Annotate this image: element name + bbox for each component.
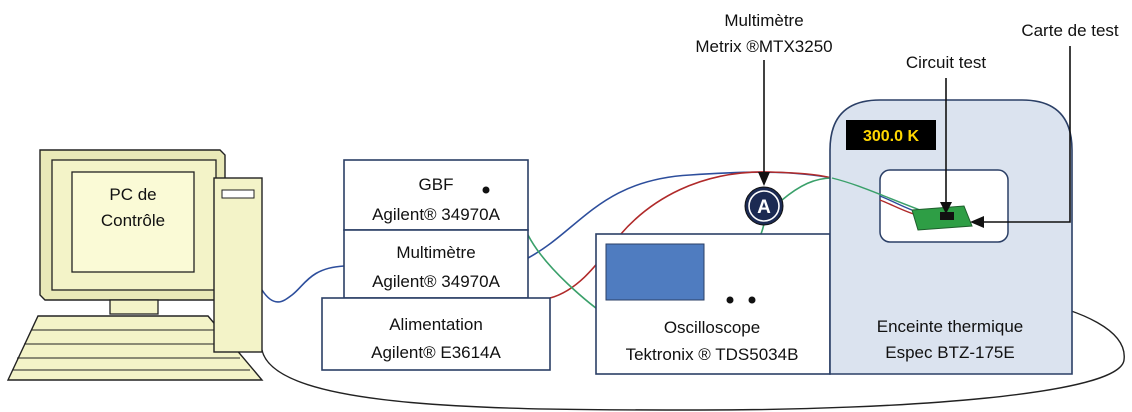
carte-test-callout-arrow (970, 216, 984, 228)
multimeter-agilent-title: Multimètre (396, 243, 475, 262)
cable-red-supply (549, 171, 833, 299)
cable-green-ammeter (781, 177, 833, 201)
pc-screen (71, 171, 195, 273)
temperature-display (846, 120, 936, 150)
oscilloscope-probe-dot-1 (726, 296, 734, 304)
oscilloscope-title: Oscilloscope (664, 318, 760, 337)
temperature-value: 300.0 K (863, 128, 919, 145)
pc-label-line2: Contrôle (101, 211, 165, 230)
pc-tower-drive (221, 189, 255, 199)
pc-tower (213, 177, 263, 353)
gbf-box: GBF Agilent® 34970A (343, 159, 529, 231)
ammeter: A (744, 186, 784, 226)
pc-keyboard-rows (12, 329, 250, 371)
gbf-title: GBF (419, 175, 454, 194)
metrix-callout-line1: Multimètre (724, 11, 803, 30)
circuit-test-callout-arrow (940, 202, 952, 214)
chamber-title: Enceinte thermique (877, 317, 1023, 336)
metrix-callout-line2: Metrix ®MTX3250 (695, 37, 832, 56)
carte-test-callout: Carte de test (1021, 21, 1119, 40)
pc: PC de Contrôle (6, 149, 264, 381)
carte-test-callout-line (974, 46, 1071, 223)
power-supply-title: Alimentation (389, 315, 483, 334)
multimeter-agilent-model: Agilent® 34970A (372, 272, 501, 291)
oscilloscope-screen (605, 243, 705, 301)
gbf-model: Agilent® 34970A (372, 205, 501, 224)
ammeter-label: A (757, 197, 771, 218)
thermal-chamber: 300.0 K Enceinte thermique Espec BTZ-175… (829, 99, 1073, 375)
multimeter-agilent-box: Multimètre Agilent® 34970A (343, 229, 529, 299)
power-supply-model: Agilent® E3614A (371, 343, 501, 362)
chamber-model: Espec BTZ-175E (885, 343, 1014, 362)
power-supply-box: Alimentation Agilent® E3614A (321, 297, 551, 371)
power-supply-frame (321, 297, 551, 371)
pc-link-cable (261, 265, 345, 303)
metrix-callout-arrow (758, 172, 770, 186)
oscilloscope-probe-dot-2 (748, 296, 756, 304)
circuit-test-callout: Circuit test (906, 53, 987, 72)
oscilloscope-model: Tektronix ® TDS5034B (626, 345, 799, 364)
return-cable (261, 299, 1125, 411)
gbf-output-dot (482, 186, 490, 194)
board-wire-green (831, 177, 921, 211)
pc-keyboard (6, 315, 264, 381)
test-circuit-chip (940, 212, 954, 220)
pc-label-line1: PC de (109, 185, 156, 204)
ammeter-ring (748, 190, 780, 222)
ammeter-symbol (744, 186, 784, 226)
oscilloscope: Oscilloscope Tektronix ® TDS5034B (595, 233, 831, 375)
pc-stand (109, 299, 159, 315)
